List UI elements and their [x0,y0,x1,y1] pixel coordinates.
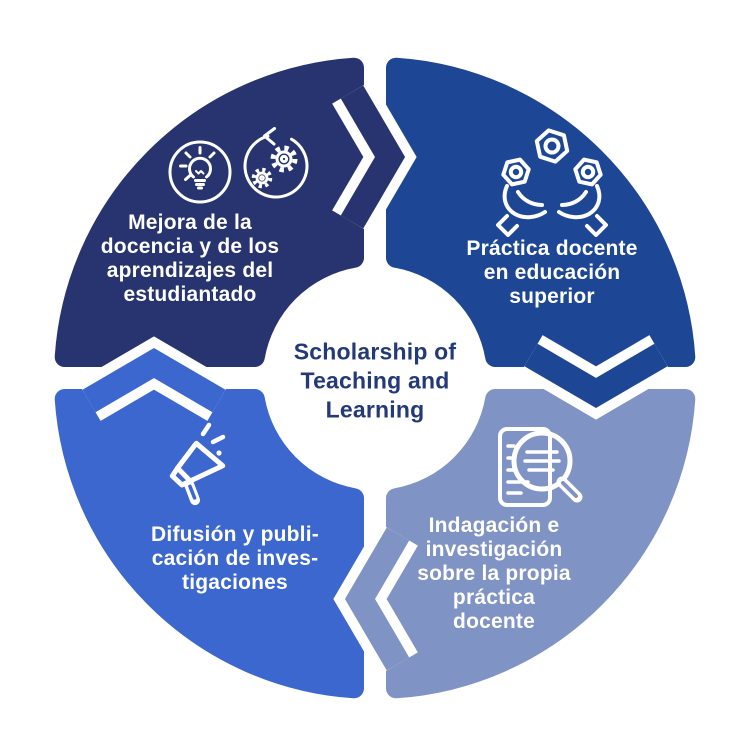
idea-circle [168,140,232,204]
document-icon [498,427,552,507]
megaphone-horn [175,440,226,484]
cycle-arrow-circle [243,134,309,199]
document-magnifier-icon [498,427,583,507]
quadrant-bottom-left-shape [54,389,364,699]
quadrant-bottom-right-shape [386,389,696,699]
lightbulb-gears-cycle-icon [168,127,309,204]
arrow-down-icon [524,343,668,409]
hands-holding-gears-icon [496,128,608,237]
sound-ray [200,422,212,437]
hand-left-icon [496,184,547,237]
gear-icon [270,145,298,173]
nut-large-icon [534,128,570,164]
nut-left-icon [501,157,531,187]
arrow-left-icon [344,527,410,671]
megaphone-icon [169,422,226,506]
lightbulb-icon [188,156,212,179]
gear-small-icon [251,167,273,189]
sound-dot [216,450,222,456]
hand-right-icon [557,184,608,237]
arrow-top-right-icon [340,85,406,229]
quadrant-top-left-shape [54,57,364,367]
arrow-up-icon [82,347,226,413]
cycle-arrowhead [263,127,276,146]
magnifier-lens-icon [511,430,573,492]
nut-right-icon [573,157,603,187]
sound-ray [210,434,226,445]
cycle-arrows [77,80,673,676]
